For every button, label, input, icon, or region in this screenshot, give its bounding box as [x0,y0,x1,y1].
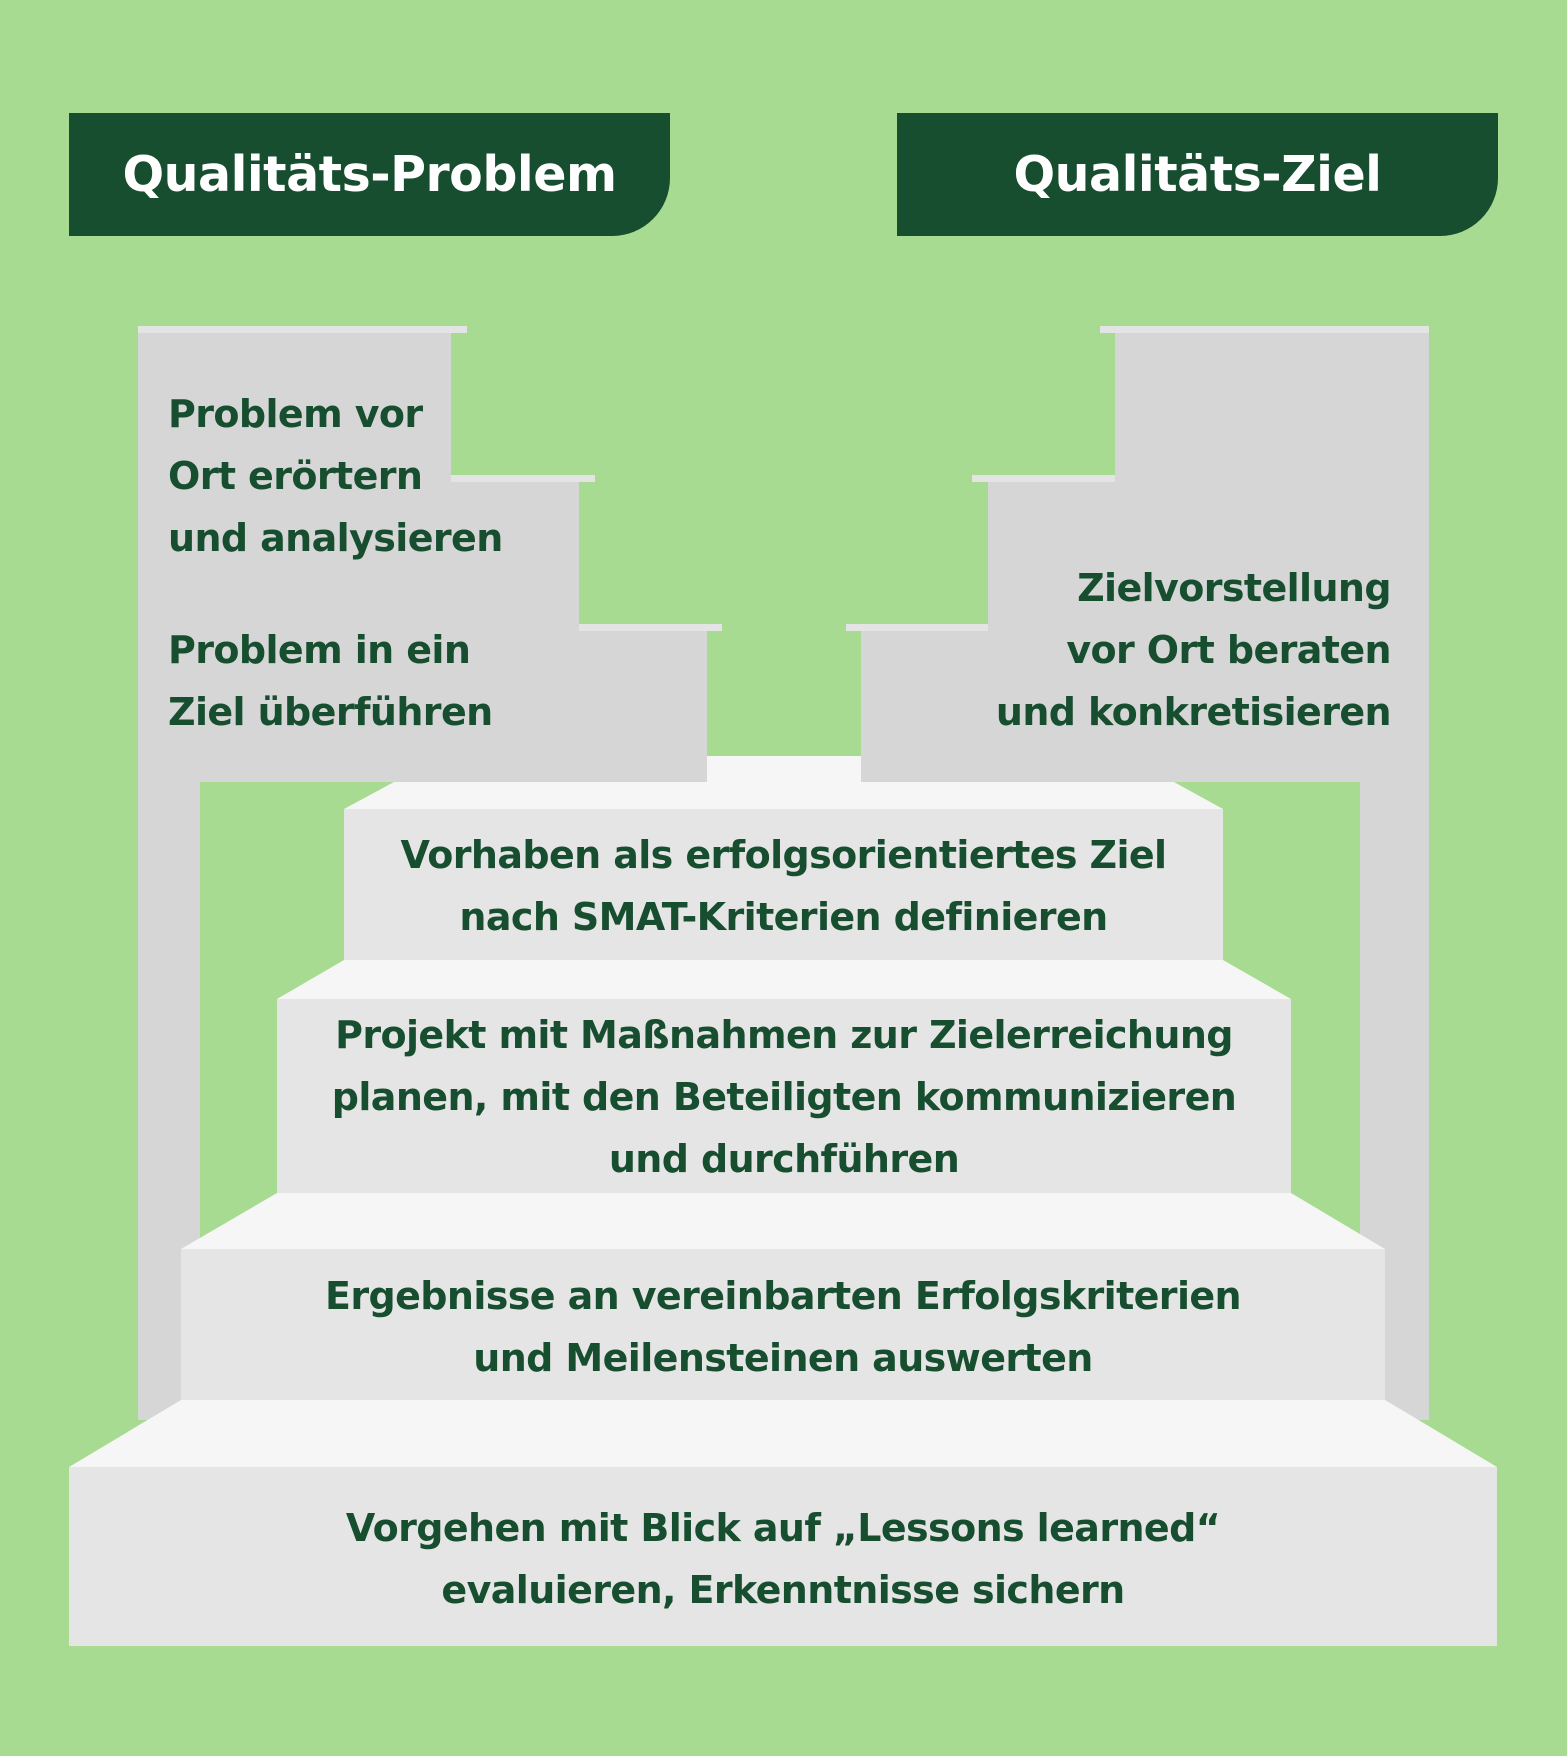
stair-3-text: Ergebnisse an vereinbarten Erfolgskriter… [325,1274,1242,1380]
header-quality-problem: Qualitäts-Problem [69,113,670,236]
stair-1-text: Vorhaben als erfolgsorientiertes Ziel na… [400,833,1167,939]
left-wall [138,326,722,1420]
center-platform [707,756,861,782]
right-wall-cap-2 [972,475,1115,482]
right-wall-cap-1 [1100,326,1429,333]
left-wall-cap-3 [579,624,722,631]
header-quality-problem-label: Qualitäts-Problem [122,146,617,203]
header-quality-goal-label: Qualitäts-Ziel [1013,146,1382,203]
left-wall-cap-2 [451,475,595,482]
header-quality-goal: Qualitäts-Ziel [897,113,1498,236]
step-2-shape [277,960,1291,1193]
right-wall-step-1-text: Zielvorstellung vor Ort beraten und konk… [995,566,1392,734]
step-4-shape [69,1400,1497,1646]
right-wall-cap-3 [846,624,988,631]
stair-2-text: Projekt mit Maßnahmen zur Zielerreichung… [331,1013,1237,1181]
stair-4-text: Vorgehen mit Blick auf „Lessons learned“… [345,1506,1221,1612]
left-wall-step-2-text: Problem in ein Ziel überführen [168,628,493,734]
step-3-shape [181,1193,1385,1400]
step-1-shape [344,782,1223,960]
left-wall-cap-1 [138,326,467,333]
left-wall-step-1-text: Problem vor Ort erörtern und analysieren [168,392,503,560]
right-wall [846,326,1429,1420]
